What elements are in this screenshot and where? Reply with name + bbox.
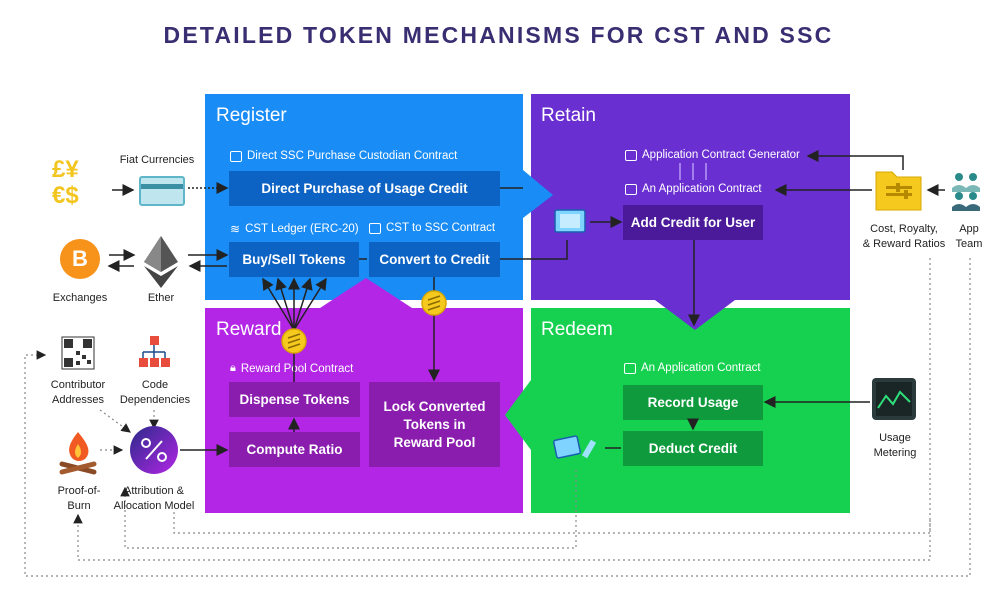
cost-ratios-label: Cost, Royalty,& Reward Ratios [862, 223, 946, 250]
credit-card-icon [139, 176, 185, 206]
app-contract-redeem-label: An Application Contract [624, 362, 761, 374]
retain-panel [531, 94, 850, 300]
ticket-icon [369, 222, 381, 234]
deduct-credit-box[interactable]: Deduct Credit [623, 431, 763, 466]
record-usage-box[interactable]: Record Usage [623, 385, 763, 420]
convert-box[interactable]: Convert to Credit [369, 242, 500, 277]
direct-ssc-contract-label: Direct SSC Purchase Custodian Contract [230, 150, 457, 162]
window-icon [624, 362, 636, 374]
register-title: Register [216, 105, 287, 126]
app-contract-retain-label: An Application Contract [625, 183, 762, 195]
cst-to-ssc-label: CST to SSC Contract [369, 222, 495, 234]
page-title: DETAILED TOKEN MECHANISMS FOR CST AND SS… [163, 22, 834, 48]
proof-of-burn-label: Proof-of-Burn [57, 485, 101, 512]
layers-icon: ≋ [230, 222, 241, 236]
window-icon [625, 183, 637, 195]
credit-ticket-icon [554, 209, 586, 233]
coin-icon [281, 328, 307, 354]
fiat-currency-icon: £¥ €$ [52, 156, 79, 209]
fiat-label: Fiat Currencies [119, 154, 195, 166]
direct-purchase-box[interactable]: Direct Purchase of Usage Credit [229, 171, 500, 206]
lock-icon: 🔒︎ [230, 362, 236, 374]
compute-ratio-box[interactable]: Compute Ratio [229, 432, 360, 467]
exchanges-label: Exchanges [52, 292, 108, 304]
window-plus-icon [625, 149, 637, 161]
reward-title: Reward [216, 319, 282, 340]
add-credit-box[interactable]: Add Credit for User [623, 205, 763, 240]
bitcoin-icon: B [60, 239, 100, 279]
app-generator-label: Application Contract Generator [625, 149, 800, 161]
ether-label: Ether [147, 292, 175, 304]
reward-pool-label: 🔒︎Reward Pool Contract [230, 362, 354, 375]
attribution-label: Attribution &Allocation Model [113, 485, 195, 512]
lock-box[interactable]: Lock Converted Tokens in Reward Pool [369, 382, 500, 467]
buy-sell-box[interactable]: Buy/Sell Tokens [229, 242, 359, 277]
calendar-icon [230, 150, 242, 162]
cst-ledger-label: ≋CST Ledger (ERC-20) [230, 222, 359, 236]
coin-icon [421, 290, 447, 316]
redeem-title: Redeem [541, 319, 613, 340]
credit-ticket-icon [553, 435, 597, 459]
retain-title: Retain [541, 105, 596, 126]
dispense-box[interactable]: Dispense Tokens [229, 382, 360, 417]
